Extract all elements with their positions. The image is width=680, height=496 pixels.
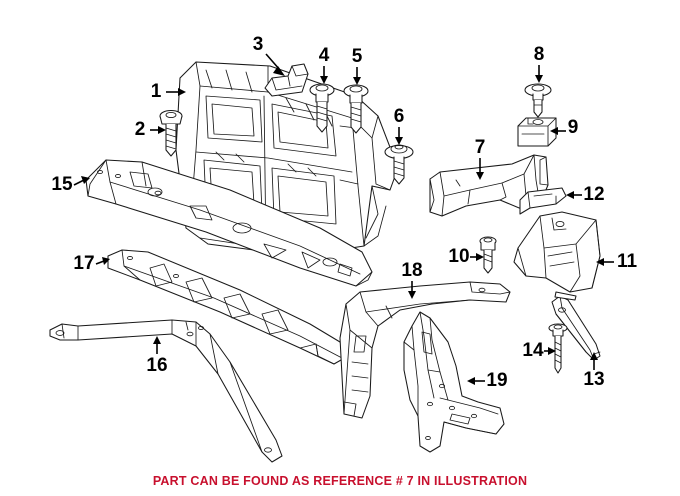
callout-numbers: 1 2 3 4 5 6 7 8 9 10 11 12 13 14 15 16 1… [51, 34, 637, 391]
callout-7: 7 [475, 137, 486, 158]
part-collar-screw [479, 236, 497, 274]
part-washer-head-screw-4 [309, 83, 335, 133]
callout-17: 17 [73, 253, 94, 274]
part-side-rail-member [339, 281, 511, 419]
part-tension-strut [49, 319, 283, 463]
callout-1: 1 [151, 81, 162, 102]
callout-18: 18 [401, 260, 422, 281]
callout-8: 8 [534, 44, 545, 65]
callout-4: 4 [319, 45, 330, 66]
part-mounting-bracket-panel [403, 311, 505, 453]
part-upper-cross-member [85, 159, 373, 287]
callout-19: 19 [486, 370, 507, 391]
callout-leader-lines [73, 53, 614, 385]
callout-16: 16 [146, 355, 167, 376]
callout-12: 12 [583, 184, 604, 205]
part-long-flange-bolt [548, 323, 568, 374]
part-washer-head-screw-5 [343, 84, 369, 134]
callout-13: 13 [583, 369, 604, 390]
callout-14: 14 [522, 340, 544, 361]
part-retaining-clip-bracket [264, 63, 309, 97]
part-expansion-rivet [524, 83, 552, 118]
part-small-mount-bracket [519, 187, 567, 215]
part-air-guide-bracket [513, 211, 601, 293]
callout-3: 3 [253, 34, 264, 55]
callout-6: 6 [394, 106, 405, 127]
part-hex-flange-screw [159, 109, 183, 157]
callout-11: 11 [617, 251, 638, 272]
callout-2: 2 [135, 119, 146, 140]
callout-5: 5 [352, 46, 363, 67]
reference-caption: PART CAN BE FOUND AS REFERENCE # 7 IN IL… [152, 474, 528, 488]
callout-15: 15 [51, 174, 73, 195]
callout-10: 10 [448, 246, 469, 267]
callout-9: 9 [568, 117, 579, 138]
part-clip-nut-block [517, 117, 557, 147]
part-large-flange-screw [384, 144, 414, 185]
